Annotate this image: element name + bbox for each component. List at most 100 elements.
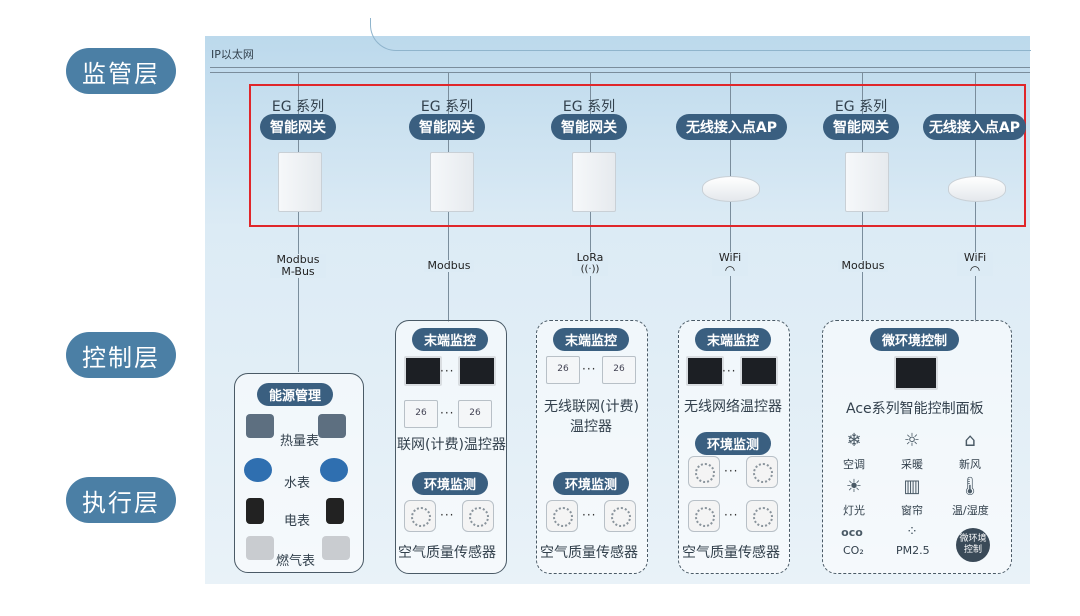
- more-dots: ···: [724, 464, 739, 478]
- environment-monitor-title: 环境监测: [412, 472, 489, 495]
- device-name: 智能网关: [551, 114, 627, 140]
- electric-meter-icon: [326, 498, 344, 524]
- device-name: 智能网关: [260, 114, 336, 140]
- protocol-label-2: Modbus: [424, 260, 474, 272]
- energy-item-heat: 热量表: [280, 434, 320, 449]
- air-sensor-icon: [604, 500, 636, 532]
- co2-icon: oco: [841, 526, 863, 539]
- air-quality-sensor-label: 空气质量传感器: [682, 545, 780, 561]
- thermostat-icon: 26: [404, 400, 438, 428]
- gateway-box-icon: [278, 152, 322, 212]
- energy-title: 能源管理: [257, 383, 334, 406]
- thermostat-screen-icon: [458, 356, 496, 386]
- gateway-box-icon: [430, 152, 474, 212]
- layer-execution: 执行层: [66, 477, 176, 523]
- house-wind-icon: ⌂: [964, 430, 976, 451]
- water-meter-icon: [244, 458, 272, 482]
- wifi-icon: ◠: [969, 263, 981, 277]
- bus-line-1: [298, 72, 299, 372]
- micro-environment-title: 微环境控制: [870, 328, 960, 351]
- protocol-mbus: M-Bus: [281, 265, 315, 278]
- more-dots: ···: [440, 508, 455, 522]
- access-point-icon: [702, 176, 760, 202]
- air-sensor-icon: [746, 456, 778, 488]
- device-ap-2: 无线接入点AP: [922, 114, 1027, 140]
- air-sensor-icon: [404, 500, 436, 532]
- air-sensor-icon: [746, 500, 778, 532]
- ip-ethernet-label: IP以太网: [211, 48, 254, 61]
- device-ap-1: 无线接入点AP: [674, 114, 789, 140]
- gas-meter-icon: [322, 536, 350, 560]
- thermostat-screen-icon: [740, 356, 778, 386]
- energy-item-electric: 电表: [284, 514, 311, 529]
- device-gateway-3: EG 系列 智能网关: [544, 96, 634, 140]
- terminal-monitor-title: 末端监控: [695, 328, 772, 351]
- icon-label-pm25: PM2.5: [896, 544, 930, 557]
- light-icon: ☀: [845, 476, 863, 497]
- thermostat-screen-icon: [686, 356, 724, 386]
- icon-label-co2: CO₂: [843, 544, 864, 557]
- protocol-wifi: WiFi: [718, 251, 742, 264]
- protocol-label-3: LoRa ((·)): [572, 252, 608, 276]
- thermostat-icon: 26: [546, 356, 580, 384]
- device-gateway-1: EG 系列 智能网关: [258, 96, 338, 140]
- wireless-thermostat-label-line1: 无线联网(计费): [544, 399, 639, 415]
- thermostat-icon: 26: [458, 400, 492, 428]
- icon-label-ac: 空调: [843, 458, 865, 471]
- micro-environment-badge: 微环境 控制: [956, 528, 990, 562]
- electric-meter-icon: [246, 498, 264, 524]
- protocol-wifi: WiFi: [963, 251, 987, 264]
- device-name: 智能网关: [409, 114, 485, 140]
- air-quality-sensor-label: 空气质量传感器: [540, 545, 638, 561]
- environment-monitor-title: 环境监测: [553, 472, 630, 495]
- air-quality-sensor-label: 空气质量传感器: [398, 545, 496, 561]
- wireless-thermostat-label-line2: 温控器: [570, 419, 612, 435]
- device-name: 无线接入点AP: [922, 114, 1027, 140]
- sun-icon: ☼: [903, 430, 921, 451]
- icon-label-curtain: 窗帘: [901, 504, 923, 517]
- protocol-label-4: WiFi ◠: [712, 252, 748, 276]
- more-dots: ···: [582, 362, 597, 376]
- icon-label-light: 灯光: [843, 504, 865, 517]
- icon-label-temp-humidity: 温/湿度: [952, 504, 989, 517]
- device-name: 无线接入点AP: [675, 114, 788, 140]
- protocol-modbus: Modbus: [276, 253, 320, 266]
- wired-thermostat-label: 联网(计费)温控器: [397, 437, 506, 453]
- highlight-frame: [249, 84, 1026, 227]
- cloud-connector-curve: [370, 18, 1031, 51]
- energy-item-water: 水表: [284, 476, 311, 491]
- protocol-label-5: Modbus: [838, 260, 888, 272]
- device-series: EG 系列: [420, 99, 474, 115]
- thermometer-icon: 🌡: [958, 476, 982, 497]
- air-sensor-icon: [546, 500, 578, 532]
- gateway-box-icon: [845, 152, 889, 212]
- heat-meter-icon: [318, 414, 346, 438]
- lora-signal-icon: ((·)): [580, 264, 600, 275]
- layer-control: 控制层: [66, 332, 176, 378]
- gateway-box-icon: [572, 152, 616, 212]
- energy-item-gas: 燃气表: [276, 554, 316, 569]
- device-gateway-2: EG 系列 智能网关: [402, 96, 492, 140]
- water-meter-icon: [320, 458, 348, 482]
- air-sensor-icon: [462, 500, 494, 532]
- thermostat-screen-icon: [404, 356, 442, 386]
- more-dots: ···: [722, 364, 737, 378]
- icon-label-heating: 采暖: [901, 458, 923, 471]
- device-name: 智能网关: [823, 114, 899, 140]
- more-dots: ···: [440, 364, 455, 378]
- air-sensor-icon: [688, 456, 720, 488]
- more-dots: ···: [582, 508, 597, 522]
- curtain-icon: ▥: [903, 476, 921, 497]
- pm25-icon: ⁘: [906, 524, 918, 540]
- protocol-label-6: WiFi ◠: [957, 252, 993, 276]
- environment-monitor-title: 环境监测: [695, 432, 772, 455]
- wifi-icon: ◠: [724, 263, 736, 277]
- thermostat-icon: 26: [602, 356, 636, 384]
- wireless-network-thermostat-label: 无线网络温控器: [684, 399, 782, 415]
- layer-supervision: 监管层: [66, 48, 176, 94]
- more-dots: ···: [724, 508, 739, 522]
- terminal-monitor-title: 末端监控: [553, 328, 630, 351]
- device-gateway-4: EG 系列 智能网关: [816, 96, 906, 140]
- device-series: EG 系列: [834, 99, 888, 115]
- ip-ethernet-line: [210, 67, 1030, 73]
